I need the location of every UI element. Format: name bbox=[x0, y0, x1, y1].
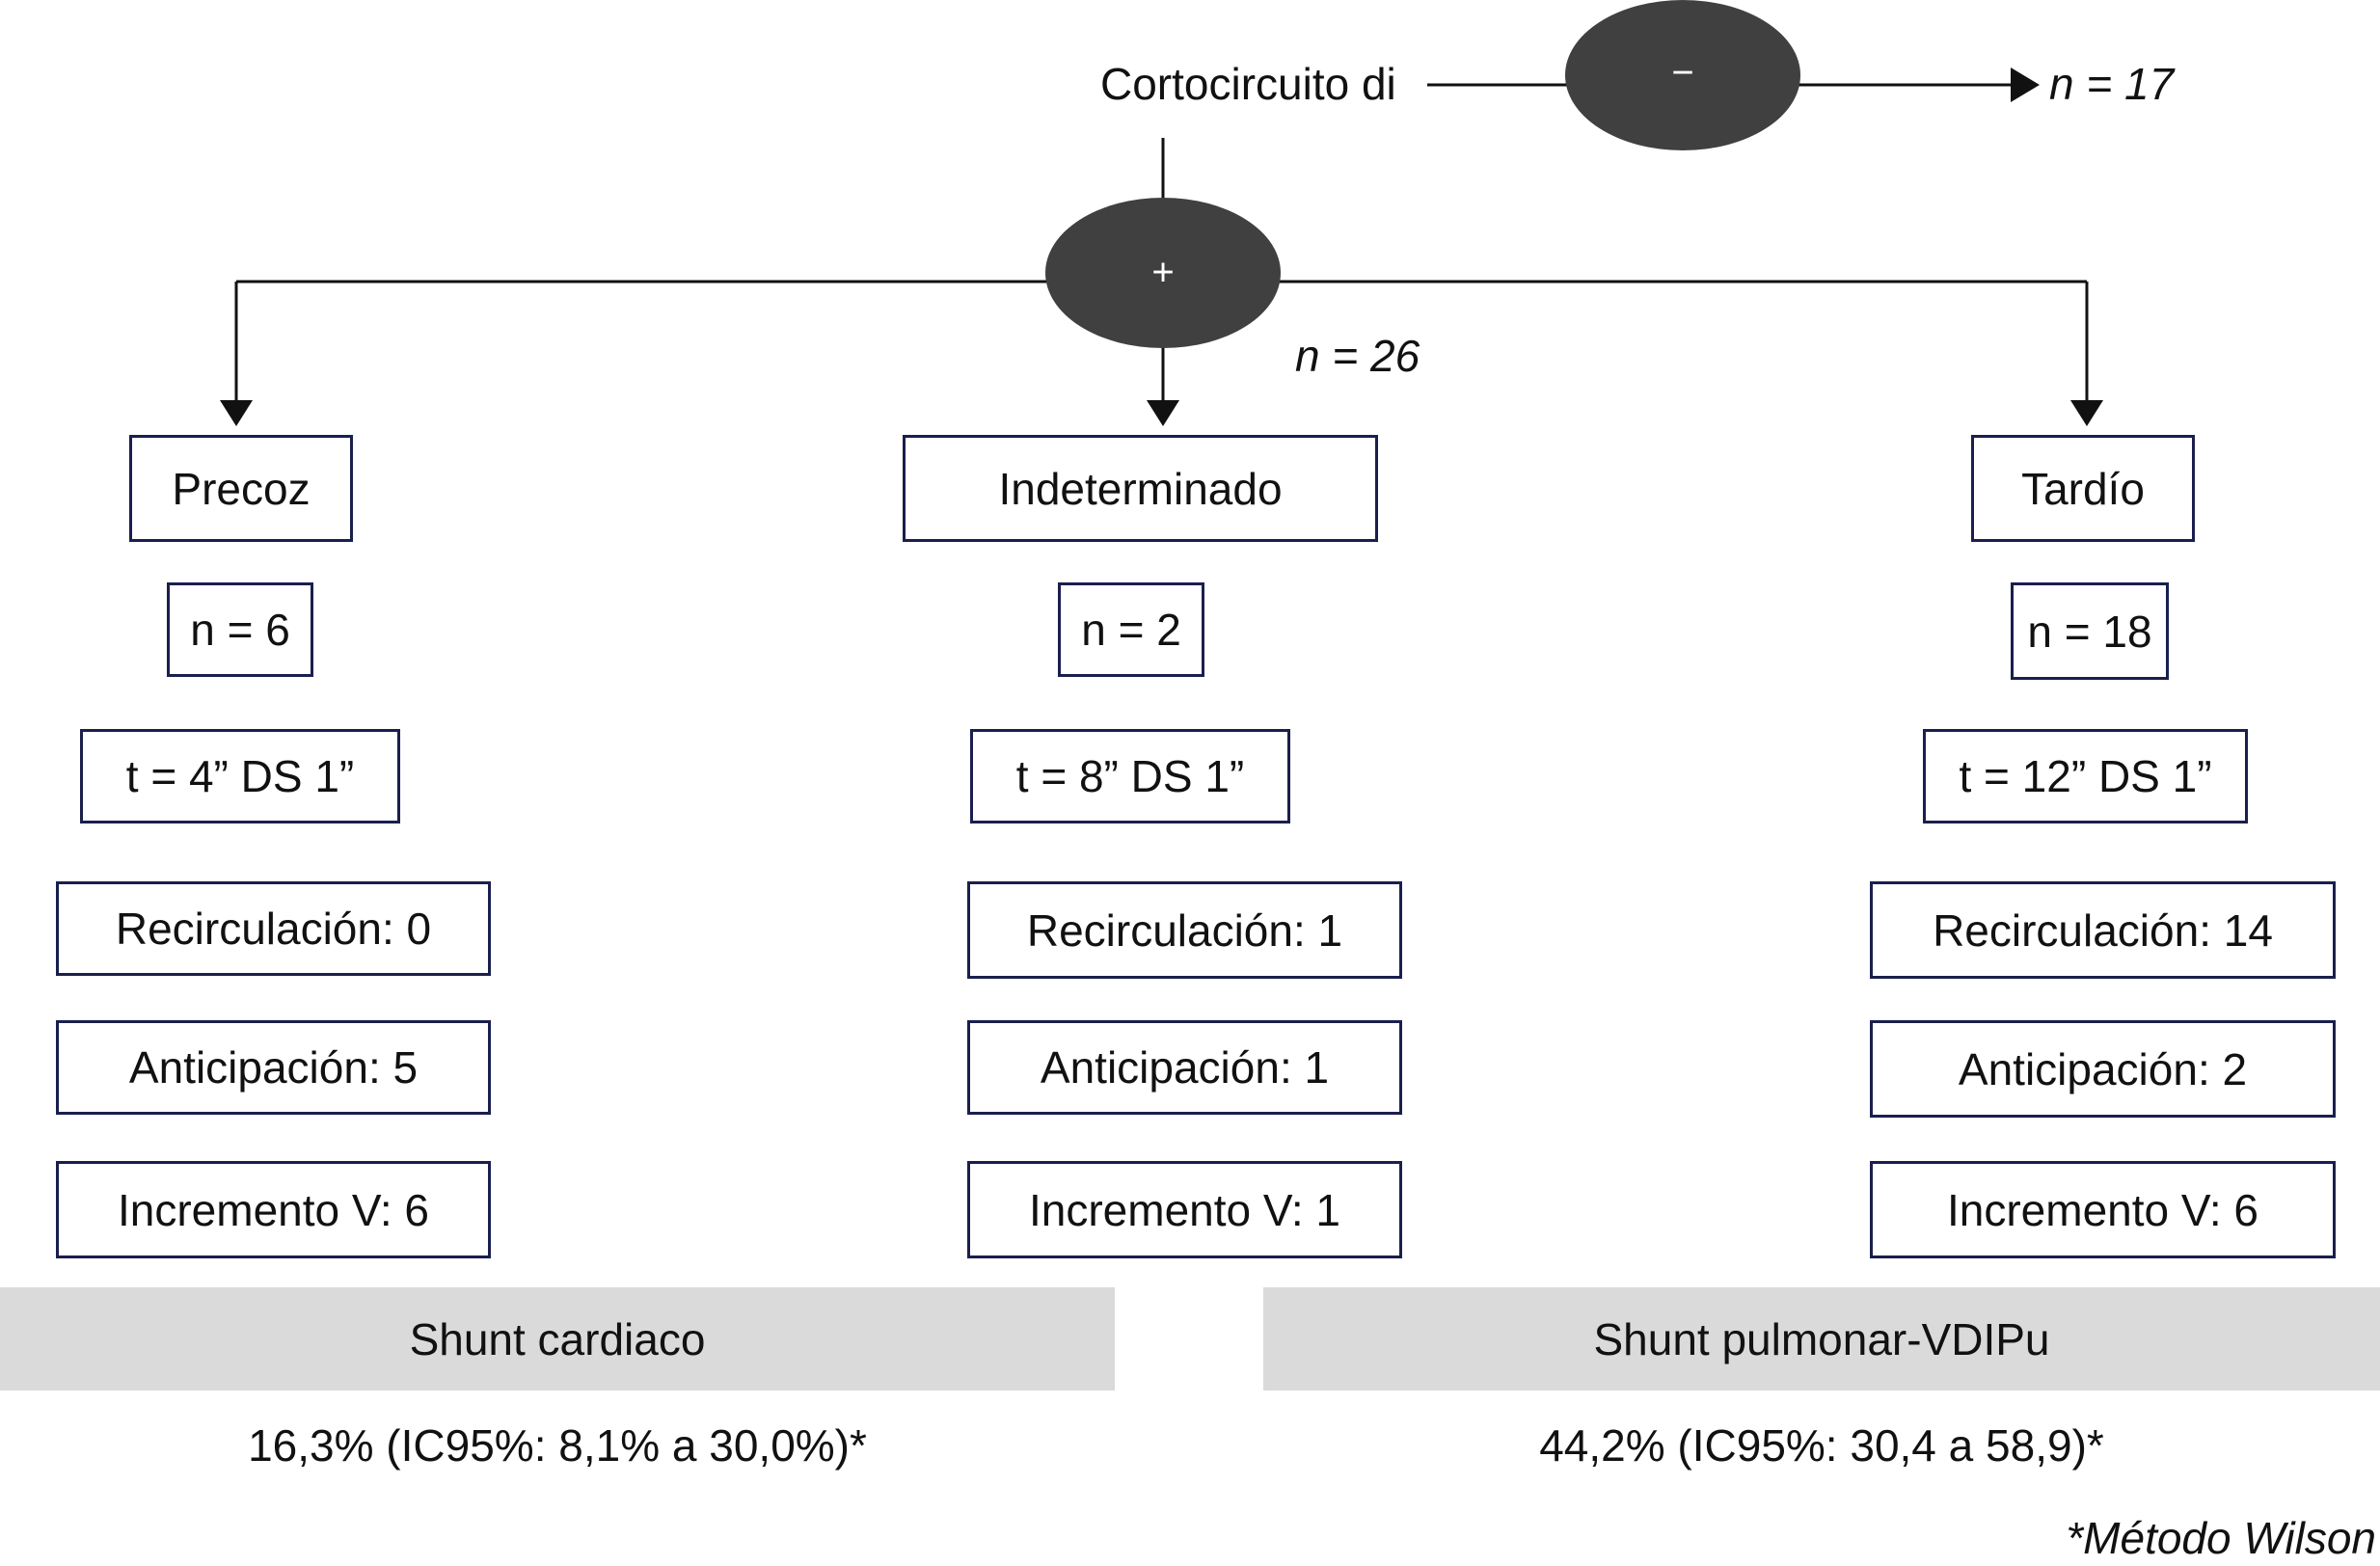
branch-tardio-anticipation: Anticipación: 2 bbox=[1870, 1020, 2336, 1118]
group-value-cardiac: 16,3% (IC95%: 8,1% a 30,0%)* bbox=[248, 1420, 867, 1471]
branch-indeterminado-title: Indeterminado bbox=[903, 435, 1378, 542]
negative-ellipse bbox=[1565, 0, 1800, 150]
branch-precoz-time: t = 4” DS 1” bbox=[80, 729, 400, 824]
group-band-pulmonary: Shunt pulmonar-VDIPu bbox=[1263, 1287, 2380, 1390]
branch-indeterminado-anticipation: Anticipación: 1 bbox=[967, 1020, 1402, 1115]
branch-precoz-recirculation: Recirculación: 0 bbox=[56, 881, 491, 976]
positive-ellipse bbox=[1045, 198, 1281, 348]
group-value-pulmonary: 44,2% (IC95%: 30,4 a 58,9)* bbox=[1539, 1420, 2104, 1471]
branch-precoz-increment: Incremento V: 6 bbox=[56, 1161, 491, 1258]
footnote: *Método Wilson bbox=[2066, 1513, 2376, 1563]
branch-tardio-time: t = 12” DS 1” bbox=[1923, 729, 2248, 824]
negative-n-label: n = 17 bbox=[2049, 59, 2175, 109]
root-label: Cortocircuito di bbox=[1100, 59, 1396, 109]
branch-precoz-title: Precoz bbox=[129, 435, 353, 542]
branch-indeterminado-time: t = 8” DS 1” bbox=[970, 729, 1290, 824]
group-band-cardiac: Shunt cardiaco bbox=[0, 1287, 1115, 1390]
branch-indeterminado-n: n = 2 bbox=[1058, 582, 1204, 677]
branch-tardio-n: n = 18 bbox=[2011, 582, 2169, 680]
positive-symbol: + bbox=[1151, 251, 1175, 294]
branch-precoz-anticipation: Anticipación: 5 bbox=[56, 1020, 491, 1115]
positive-n-label: n = 26 bbox=[1295, 331, 1420, 381]
branch-tardio-title: Tardío bbox=[1971, 435, 2195, 542]
branch-tardio-increment: Incremento V: 6 bbox=[1870, 1161, 2336, 1258]
branch-indeterminado-recirculation: Recirculación: 1 bbox=[967, 881, 1402, 979]
branch-tardio-recirculation: Recirculación: 14 bbox=[1870, 881, 2336, 979]
branch-precoz-n: n = 6 bbox=[167, 582, 313, 677]
negative-symbol: − bbox=[1671, 51, 1694, 94]
branch-indeterminado-increment: Incremento V: 1 bbox=[967, 1161, 1402, 1258]
